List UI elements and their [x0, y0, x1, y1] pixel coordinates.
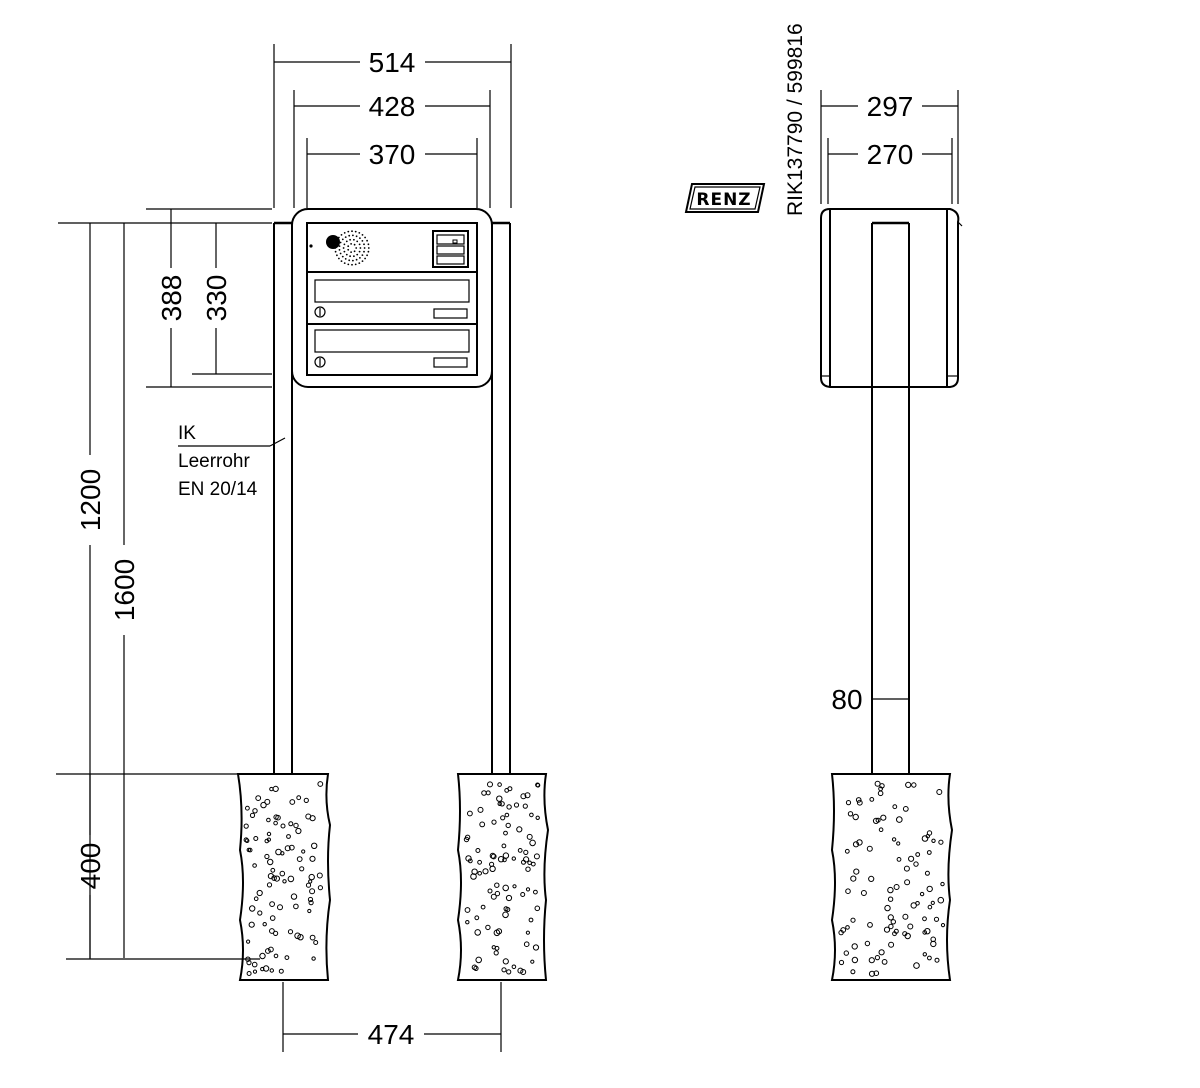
dim-side-inner-depth: 270 — [827, 138, 953, 204]
renz-logo-icon: RENZ — [684, 183, 766, 213]
dim-label-297: 297 — [867, 91, 914, 122]
dim-inner-height: 330 — [201, 223, 232, 374]
dim-housing-height: 388 — [156, 209, 187, 387]
dim-label-388: 388 — [156, 275, 187, 322]
intercom-module — [307, 230, 477, 273]
dim-inner-width: 370 — [306, 138, 478, 208]
dim-label-1600: 1600 — [109, 559, 140, 621]
dim-label-270: 270 — [867, 139, 914, 170]
dim-total-height: 1600 — [109, 223, 140, 958]
article-number: RIK137790 / 599816 — [784, 23, 807, 216]
side-housing — [820, 208, 963, 388]
lock-icon — [314, 306, 326, 318]
front-left-post — [273, 223, 293, 774]
concrete-foundation-right — [456, 773, 550, 981]
mail-compartment-2 — [314, 329, 470, 368]
dim-label-428: 428 — [369, 91, 416, 122]
speaker-grille-icon — [326, 230, 370, 266]
dim-label-514: 514 — [369, 47, 416, 78]
cable-conduit-note: IK Leerrohr EN 20/14 — [178, 423, 286, 500]
dim-label-330: 330 — [201, 275, 232, 322]
side-post — [871, 221, 910, 774]
dim-overall-width: 514 — [273, 44, 512, 208]
dim-label-400: 400 — [75, 843, 106, 890]
note-ik: IK — [178, 423, 196, 444]
mail-compartment-1 — [307, 279, 477, 325]
concrete-foundation-side — [830, 773, 954, 981]
dim-label-1200: 1200 — [75, 469, 106, 531]
dim-label-80: 80 — [831, 684, 862, 715]
note-leerrohr: Leerrohr — [178, 451, 250, 472]
dim-foundation-depth: 400 — [56, 773, 260, 960]
dim-post-spacing: 474 — [282, 982, 502, 1052]
front-view: 514 428 370 388 — [56, 44, 550, 1052]
mailbox-housing — [291, 208, 493, 388]
lock-icon — [314, 356, 326, 368]
dim-label-370: 370 — [369, 139, 416, 170]
dim-mount-height: 1200 — [75, 223, 106, 958]
bell-button-panel-icon — [432, 230, 469, 268]
dim-housing-width: 428 — [293, 90, 491, 208]
logo-text: RENZ — [696, 190, 751, 210]
dim-label-474: 474 — [368, 1019, 415, 1050]
front-right-post — [491, 223, 511, 774]
note-en: EN 20/14 — [178, 479, 258, 500]
dim-side-overall-depth: 297 — [820, 90, 959, 204]
side-view: 297 270 80 — [820, 90, 963, 981]
dim-post-width: 80 — [831, 684, 909, 715]
concrete-foundation-left — [236, 773, 332, 981]
